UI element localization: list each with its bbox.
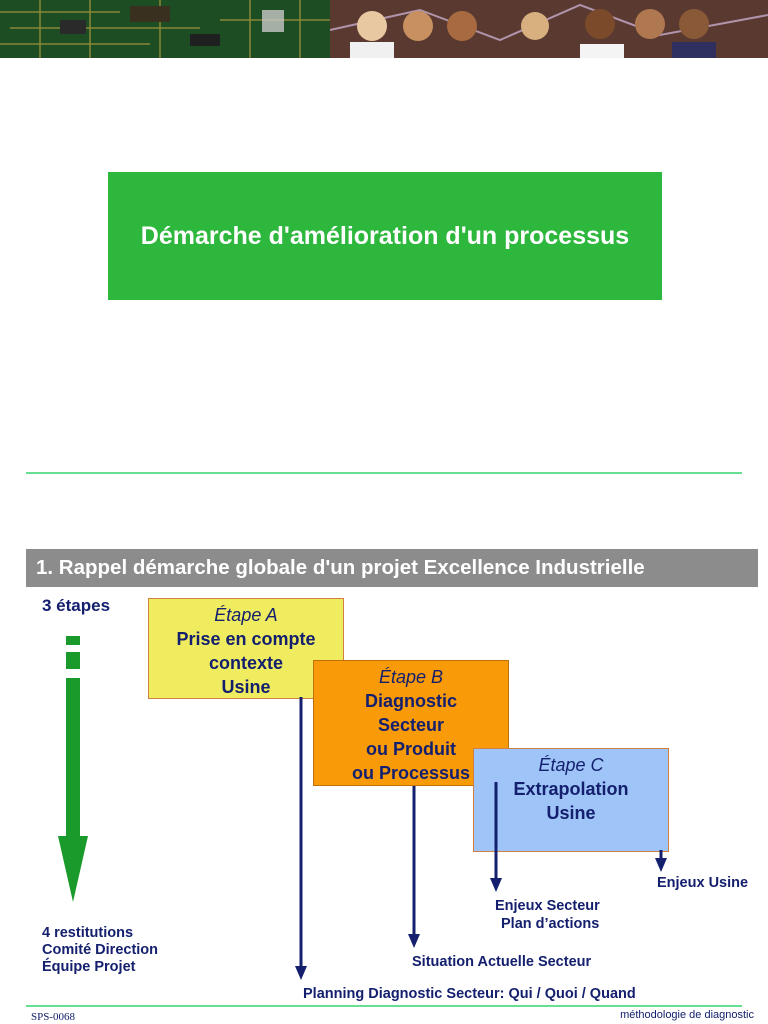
slide-divider (26, 472, 742, 474)
enjeux-secteur-label: Enjeux Secteur (495, 898, 600, 914)
plan-actions-label: Plan d’actions (501, 916, 600, 932)
step-a-label: Étape A (214, 605, 278, 625)
green-arrow-head (58, 836, 88, 902)
step-a-box: Étape A Prise en compte contexte Usine (148, 598, 344, 699)
green-arrow-shaft (66, 678, 80, 836)
situation-actuelle-label: Situation Actuelle Secteur (412, 954, 592, 970)
header-banner-image (0, 0, 768, 58)
arrow-a-head (295, 966, 307, 980)
footer-topic: méthodologie de diagnostic (620, 1009, 754, 1021)
steps-count-label: 3 étapes (42, 596, 111, 615)
green-arrow-dash-2 (66, 652, 80, 669)
step-b-line-1: Diagnostic (364, 691, 457, 711)
footer-divider (26, 1005, 742, 1007)
restitutions-line-1: 4 restitutions (42, 925, 134, 941)
arrow-c-head (490, 878, 502, 892)
enjeux-usine-label: Enjeux Usine (657, 875, 749, 891)
step-b-line-4: ou Processus (351, 763, 471, 783)
arrow-b-head (408, 934, 420, 948)
step-c-label: Étape C (538, 755, 604, 775)
step-a-line-3: Usine (221, 677, 271, 697)
step-b-box: Étape B Diagnostic Secteur ou Produit ou… (313, 660, 509, 786)
arrow-usine-head (655, 858, 667, 872)
step-a-line-2: contexte (208, 653, 284, 673)
step-a-line-1: Prise en compte (176, 629, 316, 649)
step-c-box: Étape C Extrapolation Usine (473, 748, 669, 852)
slide-title: Démarche d'amélioration d'un processus (140, 221, 630, 250)
step-b-label: Étape B (378, 667, 444, 687)
planning-label: Planning Diagnostic Secteur: Qui / Quoi … (303, 986, 636, 1002)
step-c-line-1: Extrapolation (513, 779, 629, 799)
banner-graphic (0, 0, 768, 58)
step-b-line-2: Secteur (377, 715, 445, 735)
slide-title-box: Démarche d'amélioration d'un processus (108, 172, 662, 300)
restitutions-line-2: Comité Direction (42, 942, 159, 958)
section-heading: 1. Rappel démarche globale d'un projet E… (26, 549, 758, 587)
restitutions-line-3: Équipe Projet (42, 959, 136, 975)
step-b-line-3: ou Produit (366, 739, 456, 759)
green-arrow-dash-1 (66, 636, 80, 645)
step-c-line-2: Usine (546, 803, 596, 823)
footer-code: SPS-0068 (31, 1011, 76, 1023)
